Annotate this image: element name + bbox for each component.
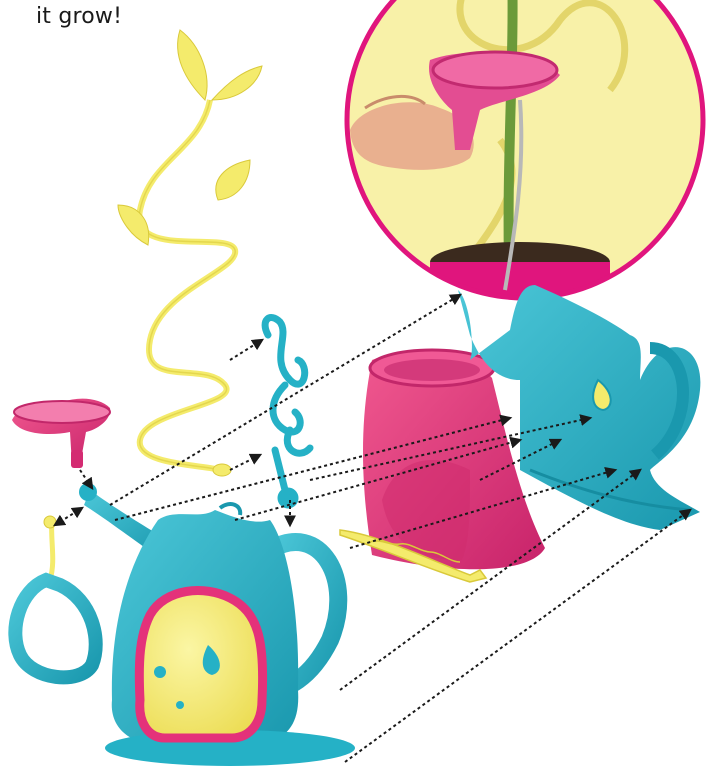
leafy-vine-stem xyxy=(118,30,262,476)
turquoise-scroll-ornament xyxy=(265,318,310,505)
arrow-line-2 xyxy=(230,340,262,360)
watering-can-front-with-door xyxy=(79,483,355,766)
pink-flower-pot-insert xyxy=(363,350,545,569)
photo-inset xyxy=(347,0,703,322)
pink-funnel-spout-cap xyxy=(12,399,110,468)
arrow-hanger-to-spout xyxy=(55,508,82,525)
turquoise-ring-hanger xyxy=(15,516,95,677)
arrow-vine-to-ornament xyxy=(230,455,260,470)
